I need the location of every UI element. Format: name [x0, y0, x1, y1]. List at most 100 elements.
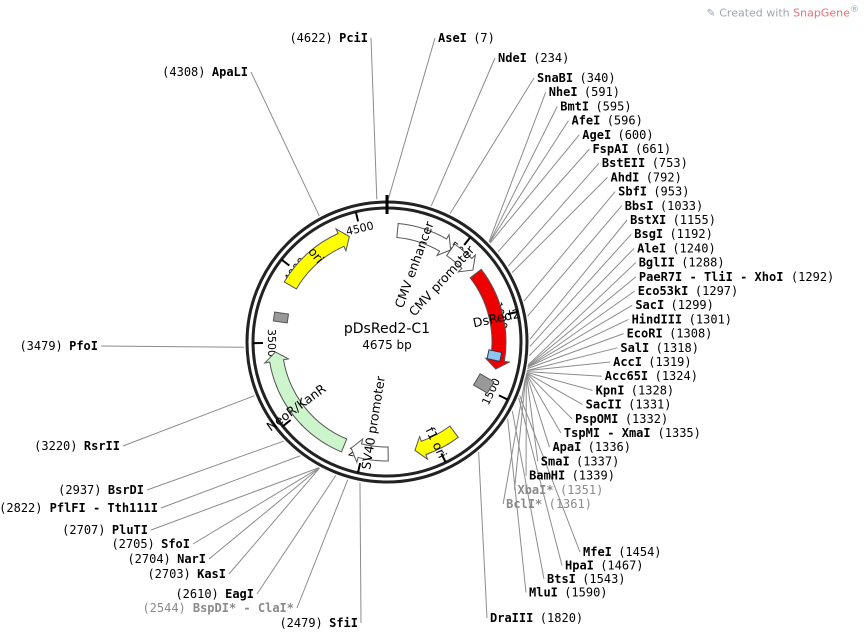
site-name: BbsI: [625, 199, 654, 213]
watermark-brand: SnapGene: [793, 6, 850, 20]
leader-line: [497, 148, 590, 253]
site-name: FspAI: [592, 142, 628, 156]
site-name: SnaBI: [537, 71, 573, 85]
site-position: (1328): [631, 383, 674, 397]
site-name: KasI: [197, 567, 226, 581]
site-name: BtsI: [547, 572, 576, 586]
leader-line: [527, 276, 637, 366]
site-position: (2707): [62, 523, 105, 537]
site-bcli: BclI*(1361): [506, 497, 592, 511]
site-position: (2705): [111, 537, 154, 551]
site-name: AleI: [637, 241, 666, 255]
leader-line: [527, 290, 636, 367]
leader-line: [526, 372, 573, 420]
site-name: MluI: [529, 586, 558, 600]
leader-line: [228, 467, 320, 575]
site-name: SacI: [635, 298, 664, 312]
leader-line: [527, 333, 624, 370]
site-name: AhdI: [611, 170, 640, 184]
site-position: (596): [607, 114, 643, 128]
site-position: (753): [652, 156, 688, 170]
leader-line: [150, 467, 320, 531]
site-name: AseI: [438, 31, 467, 45]
leader-line: [370, 37, 378, 200]
site-name: SfiI: [329, 616, 358, 630]
site-position: (1590): [564, 586, 607, 600]
site-position: (661): [635, 142, 671, 156]
site-position: (1033): [660, 199, 703, 213]
site-name: TspMI - XmaI: [564, 426, 651, 440]
site-position: (2704): [127, 552, 170, 566]
site-name: SmaI: [541, 454, 570, 468]
site-position: (234): [533, 51, 569, 65]
leader-line: [527, 205, 623, 317]
site-name: DraIII: [490, 611, 533, 625]
site-bsrdi: BsrDI(2937): [58, 483, 144, 497]
watermark-suffix: ®: [849, 4, 859, 15]
site-name: BamHI: [529, 469, 565, 483]
leader-line: [511, 177, 608, 274]
leader-line: [208, 467, 320, 560]
leader-line: [122, 395, 255, 447]
site-name: PaeR7I - TliI - XhoI: [639, 270, 784, 284]
leader-line: [528, 248, 635, 357]
site-sali: SalI(1318): [620, 341, 699, 355]
leader-line: [526, 372, 583, 406]
site-name: BglII: [639, 256, 675, 270]
leader-line: [489, 134, 580, 244]
leader-line: [527, 318, 629, 368]
site-position: (1319): [648, 355, 691, 369]
site-position: (1820): [540, 611, 583, 625]
site-position: (591): [584, 85, 620, 99]
site-sfoi: SfoI(2705): [111, 537, 190, 551]
leader-line: [192, 467, 320, 545]
site-agei: AgeI(600): [582, 128, 653, 142]
site-position: (1335): [658, 426, 701, 440]
plasmid-name: pDsRed2-C1: [344, 321, 430, 337]
snapgene-logo-icon: ✎: [706, 6, 716, 20]
leader-line: [529, 219, 628, 340]
site-position: (1543): [582, 572, 625, 586]
leader-line: [526, 373, 562, 434]
site-name: AfeI: [571, 114, 600, 128]
site-position: (1336): [588, 440, 631, 454]
leader-line: [527, 361, 611, 372]
site-name: BstEII: [602, 156, 645, 170]
leader-line: [518, 397, 563, 566]
site-name: RsrII: [84, 439, 120, 453]
tick-label: 4500: [345, 219, 375, 238]
site-name: NdeI: [498, 51, 527, 65]
site-position: (1297): [695, 284, 738, 298]
site-position: (1351): [560, 483, 603, 497]
site-name: BmtI: [560, 99, 589, 113]
tick-mark: [463, 236, 472, 246]
site-eagi: EagI(2610): [175, 587, 254, 601]
feature-cmv-promoter: [446, 243, 477, 273]
site-position: (4308): [162, 65, 205, 79]
site-name: PciI: [339, 31, 368, 45]
leader-line: [523, 191, 616, 302]
tick-mark: [498, 394, 509, 401]
primer-binding-box-left: [272, 311, 290, 324]
leader-line: [489, 120, 569, 243]
site-pflfi-tth111i: PflFI - Tth111I (2822): [0, 501, 158, 515]
site-snabi: SnaBI (340): [537, 71, 616, 85]
site-name: Acc65I: [605, 369, 648, 383]
site-position: (340): [580, 71, 616, 85]
site-name: PflFI - Tth111I: [50, 501, 158, 515]
site-position: (792): [646, 170, 682, 184]
site-position: (1361): [549, 497, 592, 511]
site-position: (1240): [672, 241, 715, 255]
feature-f1-ori: [414, 425, 459, 461]
leader-line: [296, 479, 349, 609]
site-name: PluTI: [112, 523, 148, 537]
site-position: (3220): [34, 439, 77, 453]
site-nhei: NheI(591): [549, 85, 620, 99]
site-smai: SmaI(1337): [541, 454, 620, 468]
site-name: PspOMI: [575, 412, 618, 426]
leader-line: [146, 440, 285, 491]
site-name: Eco53kI: [638, 284, 689, 298]
tick-mark: [507, 310, 518, 316]
site-position: (2822): [0, 501, 43, 515]
